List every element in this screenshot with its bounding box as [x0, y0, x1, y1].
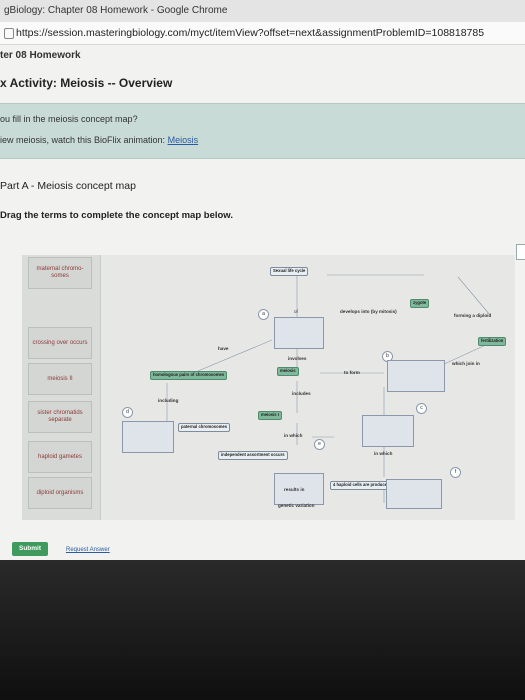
node-homologous-pairs: homologous pairs of chromosomes — [150, 371, 228, 380]
url-text[interactable]: https://session.masteringbiology.com/myc… — [16, 27, 485, 39]
request-answer-link[interactable]: Request Answer — [66, 547, 110, 553]
link-develops-into: develops into (by mitosis) — [340, 309, 397, 314]
link-in-which-2: in which — [374, 451, 393, 456]
address-bar[interactable]: https://session.masteringbiology.com/myc… — [0, 22, 525, 45]
side-panel-toggle[interactable] — [516, 244, 525, 260]
node-sexual-life-cycle: Sexual life cycle — [270, 267, 309, 276]
part-title: Part A - Meiosis concept map — [0, 180, 136, 192]
drop-target-c[interactable] — [362, 415, 414, 447]
instruction-view-text: iew meiosis, watch this BioFlix animatio… — [0, 135, 166, 145]
term-crossing-over[interactable]: crossing over occurs — [28, 327, 92, 359]
drop-target-e[interactable] — [274, 473, 324, 505]
marker-c: c — [416, 403, 427, 414]
marker-d: d — [122, 407, 133, 418]
drop-target-d[interactable] — [122, 421, 174, 453]
monitor-bezel — [0, 560, 525, 700]
link-involves: involves — [288, 356, 307, 361]
marker-a: a — [258, 309, 269, 320]
drop-target-b[interactable] — [387, 360, 445, 392]
term-sister-chromatids[interactable]: sister chromatids separate — [28, 401, 92, 433]
link-forming-a-diploid: forming a diploid — [454, 313, 492, 318]
meiosis-animation-link[interactable]: Meiosis — [167, 135, 199, 145]
node-independent-assortment: independent assortment occurs — [218, 451, 288, 460]
submit-button[interactable]: Submit — [12, 542, 48, 556]
lock-icon — [4, 28, 14, 39]
term-bank: maternal chromo-somes crossing over occu… — [22, 255, 101, 520]
node-meiosis-i: meiosis I — [258, 411, 282, 420]
marker-f: f — [450, 467, 461, 478]
browser-screen: gBiology: Chapter 08 Homework - Google C… — [0, 0, 525, 560]
link-to-form: to form — [344, 370, 360, 375]
link-genetic-variation: genetic variation — [278, 503, 315, 508]
activity-title: x Activity: Meiosis -- Overview — [0, 76, 173, 90]
node-four-haploid-cells: 4 haploid cells are produced — [330, 481, 393, 490]
drop-target-f[interactable] — [386, 479, 442, 509]
marker-e: e — [314, 439, 325, 450]
term-meiosis-ii[interactable]: meiosis II — [28, 363, 92, 395]
concept-map: maternal chromo-somes crossing over occu… — [22, 255, 515, 520]
term-haploid-gametes[interactable]: haploid gametes — [28, 441, 92, 473]
window-titlebar: gBiology: Chapter 08 Homework - Google C… — [0, 0, 525, 23]
drag-instruction: Drag the terms to complete the concept m… — [0, 210, 233, 221]
node-fertilization: fertilization — [478, 337, 507, 346]
link-have: have — [218, 346, 229, 351]
node-meiosis: meiosis — [277, 367, 299, 376]
node-zygote: zygote — [410, 299, 430, 308]
drop-target-a[interactable] — [274, 317, 324, 349]
link-which-join-in: which join in — [452, 361, 480, 366]
link-of: of — [294, 309, 298, 314]
link-results-in: results in — [284, 487, 305, 492]
instruction-band: ou fill in the meiosis concept map? iew … — [0, 103, 525, 159]
breadcrumb[interactable]: ter 08 Homework — [0, 50, 81, 61]
term-maternal-chromosomes[interactable]: maternal chromo-somes — [28, 257, 92, 289]
link-includes: includes — [292, 391, 311, 396]
link-including: including — [158, 398, 179, 403]
instruction-question: ou fill in the meiosis concept map? — [0, 114, 138, 124]
link-in-which-1: in which — [284, 433, 303, 438]
term-diploid-organisms[interactable]: diploid organisms — [28, 477, 92, 509]
window-title: gBiology: Chapter 08 Homework - Google C… — [4, 5, 228, 16]
node-paternal-chromosomes: paternal chromosomes — [178, 423, 231, 432]
instruction-view: iew meiosis, watch this BioFlix animatio… — [0, 135, 198, 145]
